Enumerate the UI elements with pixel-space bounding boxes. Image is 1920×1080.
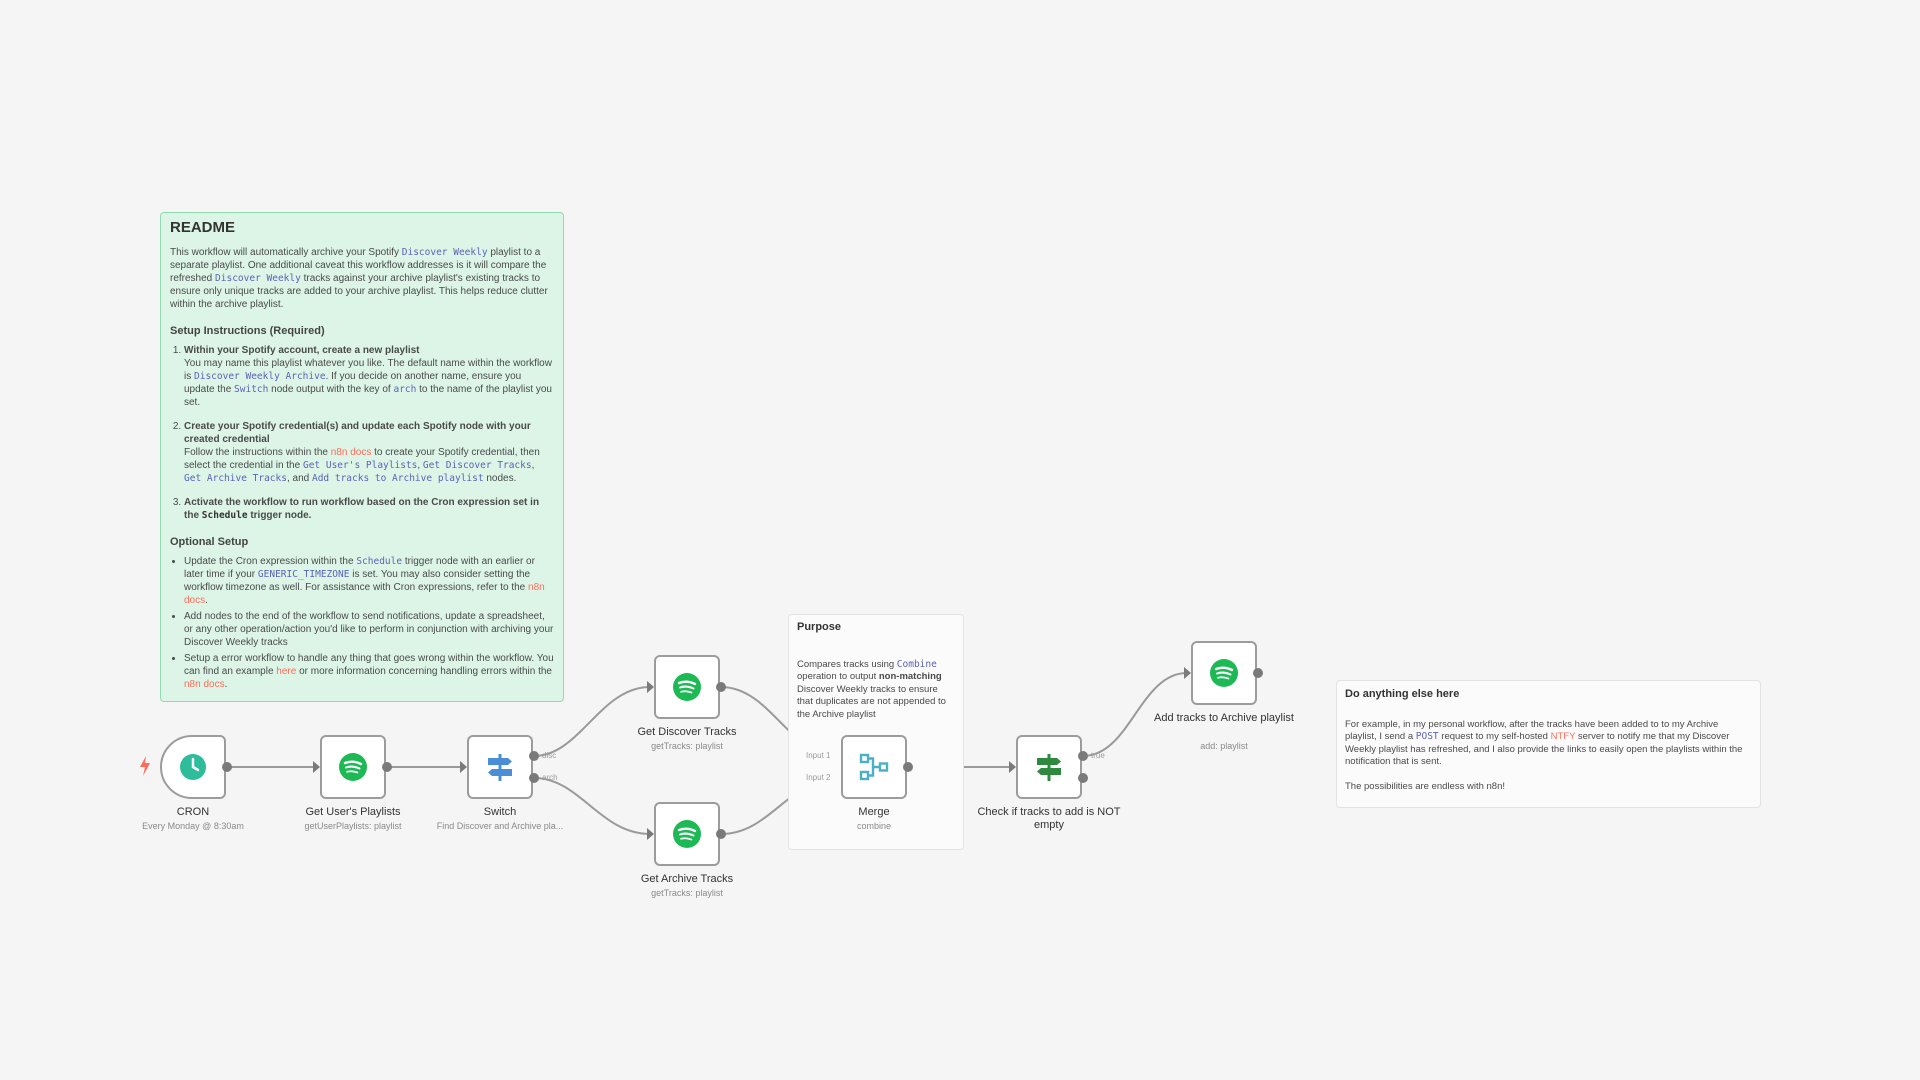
- switch-output-arch-port[interactable]: [529, 773, 539, 783]
- extra-paragraph-1: For example, in my personal workflow, af…: [1345, 718, 1743, 768]
- node-check-tracks-not-empty[interactable]: [1016, 735, 1082, 799]
- readme-intro: This workflow will automatically archive…: [170, 247, 548, 310]
- spotify-icon: [1210, 659, 1238, 687]
- get-archive-tracks-subtitle: getTracks: playlist: [651, 888, 723, 898]
- connection-switch-arch-to-archive: [533, 777, 651, 835]
- connection-switch-disc-to-discover: [533, 686, 651, 757]
- switch-output-arch-label: arch: [542, 773, 558, 782]
- optional-step-2: Add nodes to the end of the workflow to …: [184, 610, 554, 649]
- here-link[interactable]: here: [276, 666, 297, 677]
- node-get-discover-tracks[interactable]: [654, 655, 720, 719]
- get-discover-tracks-subtitle: getTracks: playlist: [651, 741, 723, 751]
- ntfy-link[interactable]: NTFY: [1550, 731, 1576, 742]
- merge-subtitle: combine: [856, 821, 892, 831]
- merge-input-2-label: Input 2: [806, 773, 831, 782]
- spotify-icon: [673, 673, 701, 701]
- extra-paragraph-2: The possibilities are endless with n8n!: [1345, 780, 1506, 792]
- extra-title: Do anything else here: [1345, 688, 1460, 700]
- merge-output-port[interactable]: [903, 762, 913, 772]
- optional-steps: Update the Cron expression within the Sc…: [170, 555, 554, 691]
- optional-step-3: Setup a error workflow to handle any thi…: [184, 652, 554, 691]
- switch-title: Switch: [483, 806, 517, 818]
- node-cron[interactable]: [160, 735, 226, 799]
- add-tracks-output-port[interactable]: [1253, 668, 1263, 678]
- check-output-true-label: true: [1091, 751, 1105, 760]
- spotify-icon: [339, 753, 367, 781]
- readme-title: README: [170, 219, 236, 236]
- get-users-playlists-title: Get User's Playlists: [305, 806, 401, 818]
- node-add-tracks-to-archive[interactable]: [1191, 641, 1257, 705]
- node-merge[interactable]: [841, 735, 907, 799]
- signpost-icon: [488, 754, 512, 781]
- if-icon: [1037, 754, 1061, 781]
- add-tracks-title: Add tracks to Archive playlist: [1153, 712, 1294, 724]
- node-get-archive-tracks[interactable]: [654, 802, 720, 866]
- n8n-docs-link[interactable]: n8n docs: [184, 679, 225, 690]
- anything-else-sticky-note[interactable]: Do anything else here For example, in my…: [1336, 680, 1761, 808]
- purpose-title: Purpose: [797, 621, 842, 633]
- setup-steps: Within your Spotify account, create a ne…: [170, 344, 554, 522]
- archive-output-port[interactable]: [716, 829, 726, 839]
- connection-check-true-to-add: [1082, 672, 1188, 757]
- switch-output-disc-port[interactable]: [529, 751, 539, 761]
- playlists-output-port[interactable]: [382, 762, 392, 772]
- discover-output-port[interactable]: [716, 682, 726, 692]
- check-output-true-port[interactable]: [1078, 751, 1088, 761]
- node-switch[interactable]: [467, 735, 533, 799]
- get-users-playlists-subtitle: getUserPlaylists: playlist: [304, 821, 402, 831]
- merge-input-1-label: Input 1: [806, 751, 831, 760]
- merge-icon: [859, 753, 889, 781]
- cron-subtitle: Every Monday @ 8:30am: [142, 821, 244, 831]
- setup-step-3: Activate the workflow to run workflow ba…: [184, 496, 554, 522]
- clock-icon: [180, 754, 206, 780]
- setup-step-1: Within your Spotify account, create a ne…: [184, 344, 554, 409]
- purpose-sticky-note[interactable]: Purpose Compares tracks using Combine op…: [788, 614, 964, 850]
- switch-output-disc-label: disc: [542, 751, 557, 760]
- node-get-users-playlists[interactable]: [320, 735, 386, 799]
- optional-step-1: Update the Cron expression within the Sc…: [184, 555, 554, 607]
- spotify-icon: [673, 820, 701, 848]
- add-tracks-subtitle: add: playlist: [1200, 741, 1248, 751]
- get-archive-tracks-title: Get Archive Tracks: [640, 873, 734, 885]
- n8n-docs-link[interactable]: n8n docs: [330, 447, 372, 458]
- readme-sticky-note[interactable]: README This workflow will automatically …: [160, 212, 564, 702]
- purpose-text: Compares tracks using Combine operation …: [797, 658, 946, 720]
- setup-heading: Setup Instructions (Required): [170, 325, 325, 337]
- check-output-false-port[interactable]: [1078, 773, 1088, 783]
- cron-output-port[interactable]: [222, 762, 232, 772]
- get-discover-tracks-title: Get Discover Tracks: [637, 726, 737, 738]
- check-title: Check if tracks to add is NOT empty: [977, 806, 1121, 831]
- trigger-bolt-icon: [140, 756, 150, 776]
- optional-heading: Optional Setup: [170, 536, 249, 548]
- merge-title: Merge: [858, 806, 890, 818]
- cron-title: CRON: [176, 806, 210, 818]
- switch-subtitle: Find Discover and Archive pla...: [436, 821, 564, 831]
- setup-step-2: Create your Spotify credential(s) and up…: [184, 420, 554, 485]
- n8n-docs-link[interactable]: n8n docs: [184, 582, 545, 606]
